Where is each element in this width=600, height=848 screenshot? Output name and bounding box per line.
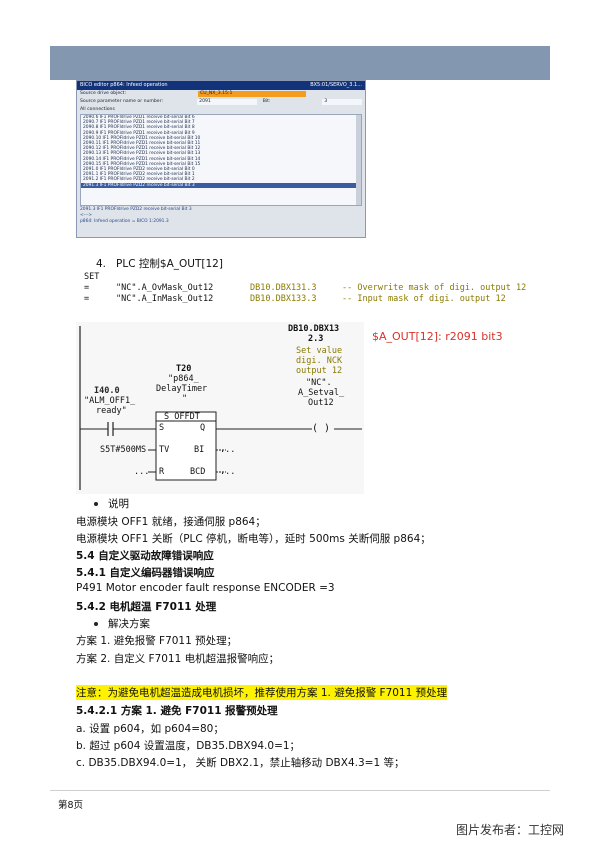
pin-bi: BI	[194, 445, 205, 455]
source-drive-row: Source drive object: CU_NX_3.15:1	[77, 90, 365, 98]
code-set: SET	[84, 272, 100, 282]
coil-address-2: 2.3	[308, 334, 324, 344]
page-number: 第8页	[58, 800, 84, 811]
connection-list-item[interactable]: 2090.8 IF1 PROFIdrive PZD1 receive bit-s…	[83, 125, 195, 131]
p491-line: P491 Motor encoder fault response ENCODE…	[76, 582, 335, 594]
red-note: $A_OUT[12]: r2091 bit3	[372, 330, 503, 343]
code-row2-eq: =	[84, 294, 90, 304]
plan-1: 方案 1. 避免报警 F7011 预处理；	[76, 635, 238, 647]
connection-list-item[interactable]: 2090.12 IF1 PROFIdrive PZD1 receive bit-…	[83, 146, 201, 152]
heading-5-4-2: 5.4.2 电机超温 F7011 处理	[76, 601, 217, 613]
connection-list-item[interactable]: 2091.2 IF1 PROFIdrive PZD2 receive bit-s…	[83, 177, 195, 183]
source-drive-select[interactable]: CU_NX_3.15:1	[198, 91, 306, 97]
section4-title: PLC 控制$A_OUT[12]	[116, 258, 223, 270]
coil-name-1: "NC".	[306, 378, 332, 388]
heading-5-4: 5.4 自定义驱动故障错误响应	[76, 550, 214, 562]
contact-address: I40.0	[94, 386, 120, 396]
timer-address: T20	[176, 364, 192, 374]
coil-comment-3: output 12	[296, 366, 343, 376]
header-band	[50, 46, 550, 80]
pin-s: S	[159, 423, 165, 433]
line-2: 电源模块 OFF1 关断（PLC 停机，断电等），延时 500ms 关断伺服 p…	[76, 533, 431, 545]
section4-number: 4.	[96, 258, 107, 270]
r-dots: ...	[134, 467, 150, 477]
bico-title-bar: BICO editor p864: Infeed operation BX5:0…	[77, 81, 365, 90]
plan-2: 方案 2. 自定义 F7011 电机超温报警响应；	[76, 653, 280, 665]
connection-list-item[interactable]: 2091.3 IF1 PROFIdrive PZD2 receive bit-s…	[81, 182, 361, 188]
highlight-note: 注意：为避免电机超温造成电机损坏，推荐使用方案 1. 避免报警 F7011 预处…	[76, 685, 448, 700]
step-a: a. 设置 p604，如 p604=80；	[76, 723, 224, 735]
bico-title-right: BX5:01/SERVO_3.1...	[310, 82, 362, 88]
connections-list[interactable]: 2090.6 IF1 PROFIdrive PZD1 receive bit-s…	[80, 114, 362, 206]
code-row1-comment: -- Overwrite mask of digi. output 12	[342, 283, 527, 293]
bullet-dot-icon	[94, 622, 98, 626]
code-row1-addr: DB10.DBX131.3	[250, 283, 317, 293]
info-line-2: <--->	[80, 213, 93, 218]
timer-name-3: "	[182, 394, 188, 404]
connection-list-item[interactable]: 2091.0 IF1 PROFIdrive PZD2 receive bit-s…	[83, 167, 195, 173]
connections-label: All connections	[80, 107, 115, 112]
source-drive-label: Source drive object:	[80, 91, 127, 96]
connection-list-item[interactable]: 2090.11 IF1 PROFIdrive PZD1 receive bit-…	[83, 141, 201, 147]
code-row2-comment: -- Input mask of digi. output 12	[342, 294, 506, 304]
publisher-watermark: 图片发布者：工控网	[456, 823, 565, 837]
heading-5-4-1: 5.4.1 自定义编码器错误响应	[76, 567, 215, 579]
section4-heading: 4. PLC 控制$A_OUT[12]	[96, 256, 223, 271]
pin-r: R	[159, 467, 165, 477]
bit-label: Bit:	[262, 99, 271, 104]
connections-row: All connections	[77, 106, 365, 114]
ladder-lines	[79, 326, 362, 490]
contact-name-2: ready"	[96, 406, 127, 416]
timer-name-2: DelayTimer	[156, 384, 208, 394]
coil-name-3: Out12	[308, 398, 334, 408]
timer-name-1: "p864_	[168, 374, 199, 384]
info-line-1: 2091.3 IF1 PROFIdrive PZD2 receive bit-s…	[80, 207, 192, 212]
coil-address-1: DB10.DBX13	[288, 324, 340, 334]
coil-comment-1: Set value	[296, 346, 343, 356]
bi-dots: ...	[220, 445, 236, 455]
bico-title: BICO editor p864: Infeed operation	[80, 82, 168, 88]
step-b: b. 超过 p604 设置温度，DB35.DBX94.0=1；	[76, 740, 301, 752]
source-param-row: Source parameter name or number: 2091 Bi…	[77, 98, 365, 106]
code-row1-var: "NC".A_OvMask_Out12	[116, 283, 214, 293]
connection-list-item[interactable]: 2090.6 IF1 PROFIdrive PZD1 receive bit-s…	[83, 115, 195, 120]
connection-list-item[interactable]: 2090.14 IF1 PROFIdrive PZD1 receive bit-…	[83, 156, 201, 162]
footer-divider	[50, 790, 550, 791]
coil-comment-2: digi. NCK	[296, 356, 343, 366]
source-param-input[interactable]: 2091	[197, 99, 257, 105]
tv-value: S5T#500MS	[100, 445, 147, 455]
contact-name-1: "ALM_OFF1_	[84, 396, 136, 406]
pin-bcd: BCD	[190, 467, 206, 477]
bico-info: 2091.3 IF1 PROFIdrive PZD2 receive bit-s…	[77, 206, 365, 226]
connection-list-item[interactable]: 2090.10 IF1 PROFIdrive PZD1 receive bit-…	[83, 135, 201, 141]
connection-list-item[interactable]: 2091.1 IF1 PROFIdrive PZD2 receive bit-s…	[83, 172, 195, 178]
info-line-3: p864: Infeed operation = BICO 1:2091.3	[80, 219, 169, 224]
list-scrollbar[interactable]	[356, 115, 361, 205]
code-row2-addr: DB10.DBX133.3	[250, 294, 317, 304]
timer-block-type: S_OFFDT	[164, 412, 200, 422]
bit-input[interactable]: 3	[322, 99, 362, 105]
ladder-diagram: I40.0 "ALM_OFF1_ ready" T20 "p864_ Delay…	[76, 322, 364, 494]
connection-list-item[interactable]: 2090.13 IF1 PROFIdrive PZD1 receive bit-…	[83, 151, 201, 157]
bullet-dot-icon	[94, 502, 98, 506]
code-row1-eq: =	[84, 283, 90, 293]
connection-list-item[interactable]: 2090.15 IF1 PROFIdrive PZD1 receive bit-…	[83, 161, 201, 167]
source-param-label: Source parameter name or number:	[80, 99, 163, 104]
pin-q: Q	[200, 423, 206, 433]
note-bullet: 说明	[94, 496, 129, 511]
bcd-dots: ...	[220, 467, 236, 477]
code-row2-var: "NC".A_InMask_Out12	[116, 294, 214, 304]
coil-symbol: ( )	[312, 423, 331, 434]
connection-list-item[interactable]: 2090.9 IF1 PROFIdrive PZD1 receive bit-s…	[83, 130, 195, 136]
pin-tv: TV	[159, 445, 170, 455]
solution-bullet: 解决方案	[94, 616, 150, 631]
line-1: 电源模块 OFF1 就绪，接通伺服 p864；	[76, 516, 266, 528]
bico-editor-window: BICO editor p864: Infeed operation BX5:0…	[76, 80, 366, 238]
step-c: c. DB35.DBX94.0=1， 关断 DBX2.1，禁止轴移动 DBX4.…	[76, 757, 405, 769]
connection-list-item[interactable]: 2090.7 IF1 PROFIdrive PZD1 receive bit-s…	[83, 120, 195, 126]
coil-name-2: A_Setval_	[298, 388, 345, 398]
heading-5-4-2-1: 5.4.2.1 方案 1. 避免 F7011 报警预处理	[76, 705, 278, 717]
